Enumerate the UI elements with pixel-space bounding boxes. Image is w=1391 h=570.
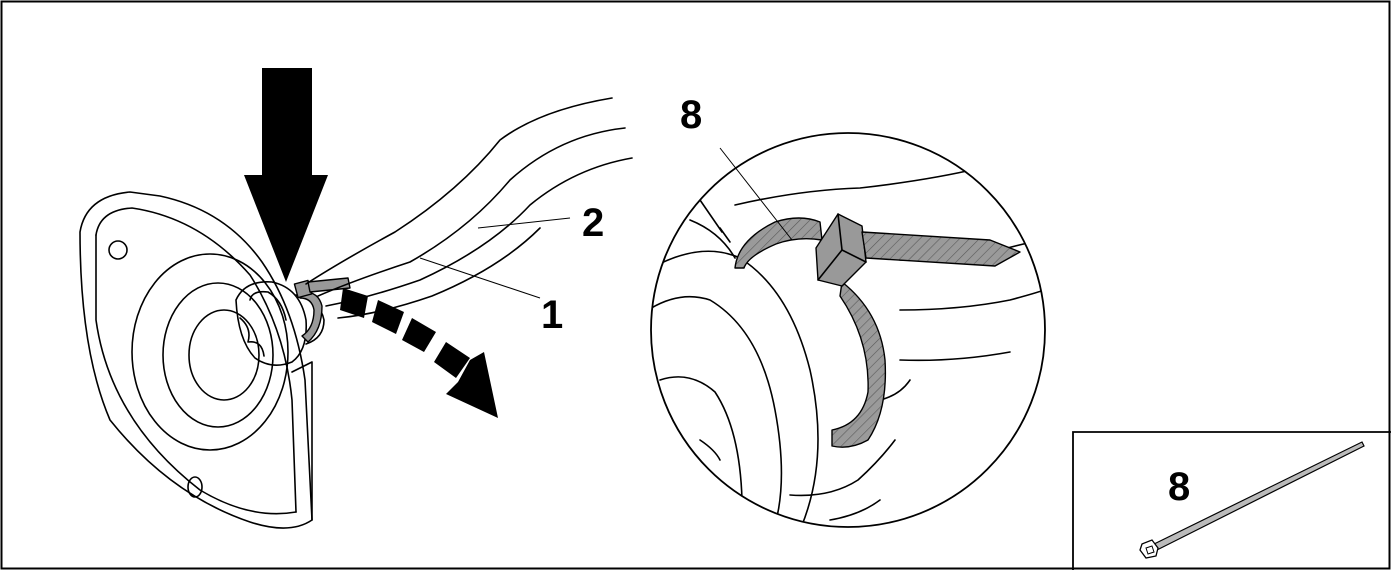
callout-label-1: 1 bbox=[541, 293, 563, 337]
down-arrow-icon bbox=[244, 68, 328, 282]
cable-tie-on-grommet bbox=[293, 277, 351, 343]
callout-label-8-inset: 8 bbox=[1168, 465, 1190, 509]
callout-label-8-detail: 8 bbox=[680, 93, 702, 137]
callout-line-1 bbox=[419, 257, 541, 299]
cable-tie-band bbox=[734, 217, 823, 269]
grommet bbox=[235, 281, 325, 366]
callout-label-2: 2 bbox=[582, 201, 604, 245]
callout-line-8-detail bbox=[719, 147, 793, 241]
callout-line-2 bbox=[477, 217, 571, 229]
cables bbox=[305, 97, 633, 319]
detail-magnifier bbox=[650, 132, 1046, 528]
cable-tie-tail bbox=[861, 231, 1021, 267]
dashed-curved-arrow-icon bbox=[340, 288, 498, 418]
part-inset: 8 bbox=[1072, 431, 1391, 570]
flange-plate bbox=[79, 191, 313, 529]
cable-tie-part bbox=[1139, 441, 1365, 559]
